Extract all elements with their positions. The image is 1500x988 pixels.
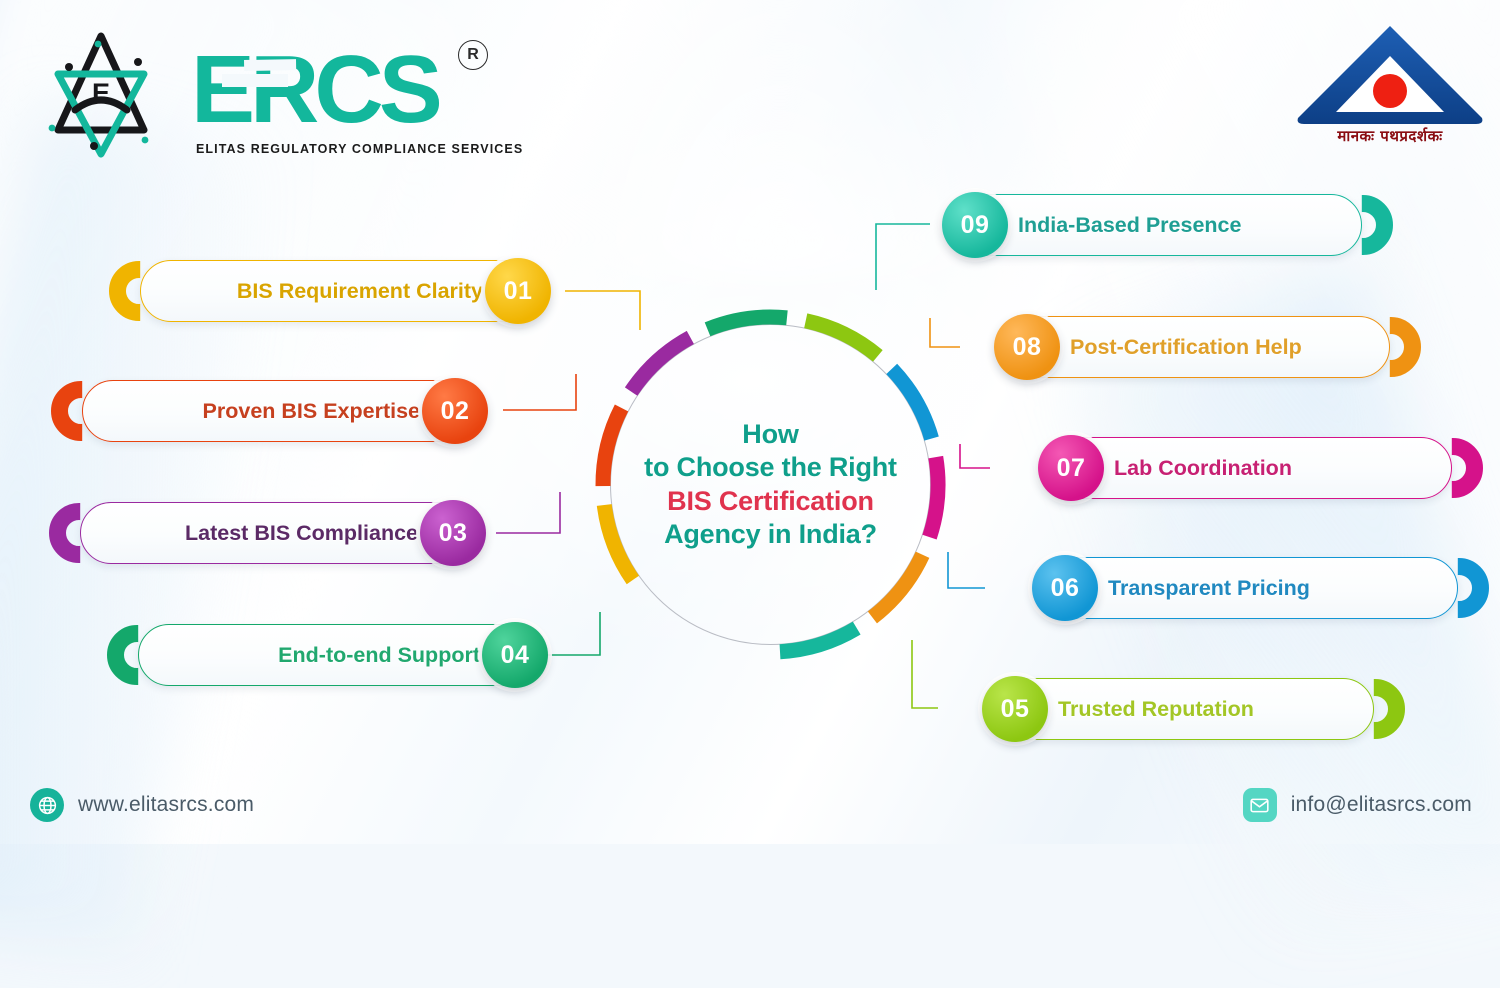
ring-segment — [804, 313, 883, 362]
benefit-pill-06[interactable]: Transparent Pricing 06 — [1032, 555, 1458, 621]
benefit-pill-08[interactable]: Post-Certification Help 08 — [994, 314, 1390, 380]
benefit-pill-07[interactable]: Lab Coordination 07 — [1038, 435, 1452, 501]
pill-label: Post-Certification Help — [1070, 334, 1302, 359]
pill-body — [948, 194, 1362, 256]
pill-number-badge: 07 — [1038, 435, 1104, 501]
bis-standard-mark-logo: मानकः पथप्रदर्शकः — [1294, 22, 1486, 158]
pill-number-badge: 09 — [942, 192, 1008, 258]
benefit-pill-05[interactable]: Trusted Reputation 05 — [982, 676, 1374, 742]
pill-label: Trusted Reputation — [1058, 696, 1254, 721]
pill-number-badge: 01 — [485, 258, 551, 324]
ercs-logo-svg: E ERCS — [48, 32, 445, 158]
pill-number-badge: 02 — [422, 378, 488, 444]
pill-body — [1044, 437, 1452, 499]
pill-label: End-to-end Support — [278, 642, 480, 667]
pill-body — [988, 678, 1374, 740]
ring-segment — [595, 404, 629, 487]
infographic-canvas: E ERCS R ELITAS REGULATORY COMPLIANCE SE… — [0, 0, 1500, 844]
globe-icon — [30, 788, 64, 822]
pill-number-badge: 03 — [420, 500, 486, 566]
pill-label: Proven BIS Expertise — [202, 398, 420, 423]
ring-segment — [624, 330, 695, 396]
pill-label: Latest BIS Compliance — [185, 520, 418, 545]
pill-number-badge: 08 — [994, 314, 1060, 380]
pill-number-badge: 05 — [982, 676, 1048, 742]
ring-segment — [886, 363, 939, 441]
ring-segment — [779, 621, 861, 660]
ercs-wordmark: ERCS — [191, 36, 445, 143]
pill-label: BIS Requirement Clarity — [236, 278, 483, 303]
ring-segment — [922, 455, 946, 540]
segmented-ring-chart — [595, 309, 946, 660]
pill-number-badge: 06 — [1032, 555, 1098, 621]
ring-segment — [704, 309, 788, 337]
bis-motto-text: मानकः पथप्रदर्शकः — [1337, 127, 1443, 145]
brand-tagline: ELITAS REGULATORY COMPLIANCE SERVICES — [196, 142, 524, 156]
pill-body — [82, 380, 482, 442]
svg-text:E: E — [92, 78, 110, 108]
ring-segment — [867, 551, 930, 624]
ercs-logo: E ERCS R ELITAS REGULATORY COMPLIANCE SE… — [26, 18, 522, 158]
footer-email[interactable]: info@elitasrcs.com — [1242, 788, 1472, 822]
star-emblem-icon: E — [48, 32, 149, 158]
pill-label: Lab Coordination — [1114, 455, 1292, 480]
pill-body — [140, 260, 545, 322]
benefit-pill-09[interactable]: India-Based Presence 09 — [942, 192, 1362, 258]
bis-triangle-icon — [1297, 26, 1483, 124]
pill-label: Transparent Pricing — [1108, 575, 1310, 600]
envelope-icon — [1242, 788, 1277, 822]
registered-trademark-icon: R — [458, 40, 488, 70]
svg-text:ERCS: ERCS — [191, 36, 440, 143]
pill-number-badge: 04 — [482, 622, 548, 688]
footer-website[interactable]: www.elitasrcs.com — [30, 788, 254, 822]
pill-body — [80, 502, 480, 564]
pill-body — [1000, 316, 1390, 378]
pill-body — [138, 624, 542, 686]
website-text: www.elitasrcs.com — [78, 793, 255, 816]
pill-label: India-Based Presence — [1018, 212, 1242, 237]
email-text: info@elitasrcs.com — [1290, 793, 1472, 816]
ring-segment — [596, 503, 640, 585]
